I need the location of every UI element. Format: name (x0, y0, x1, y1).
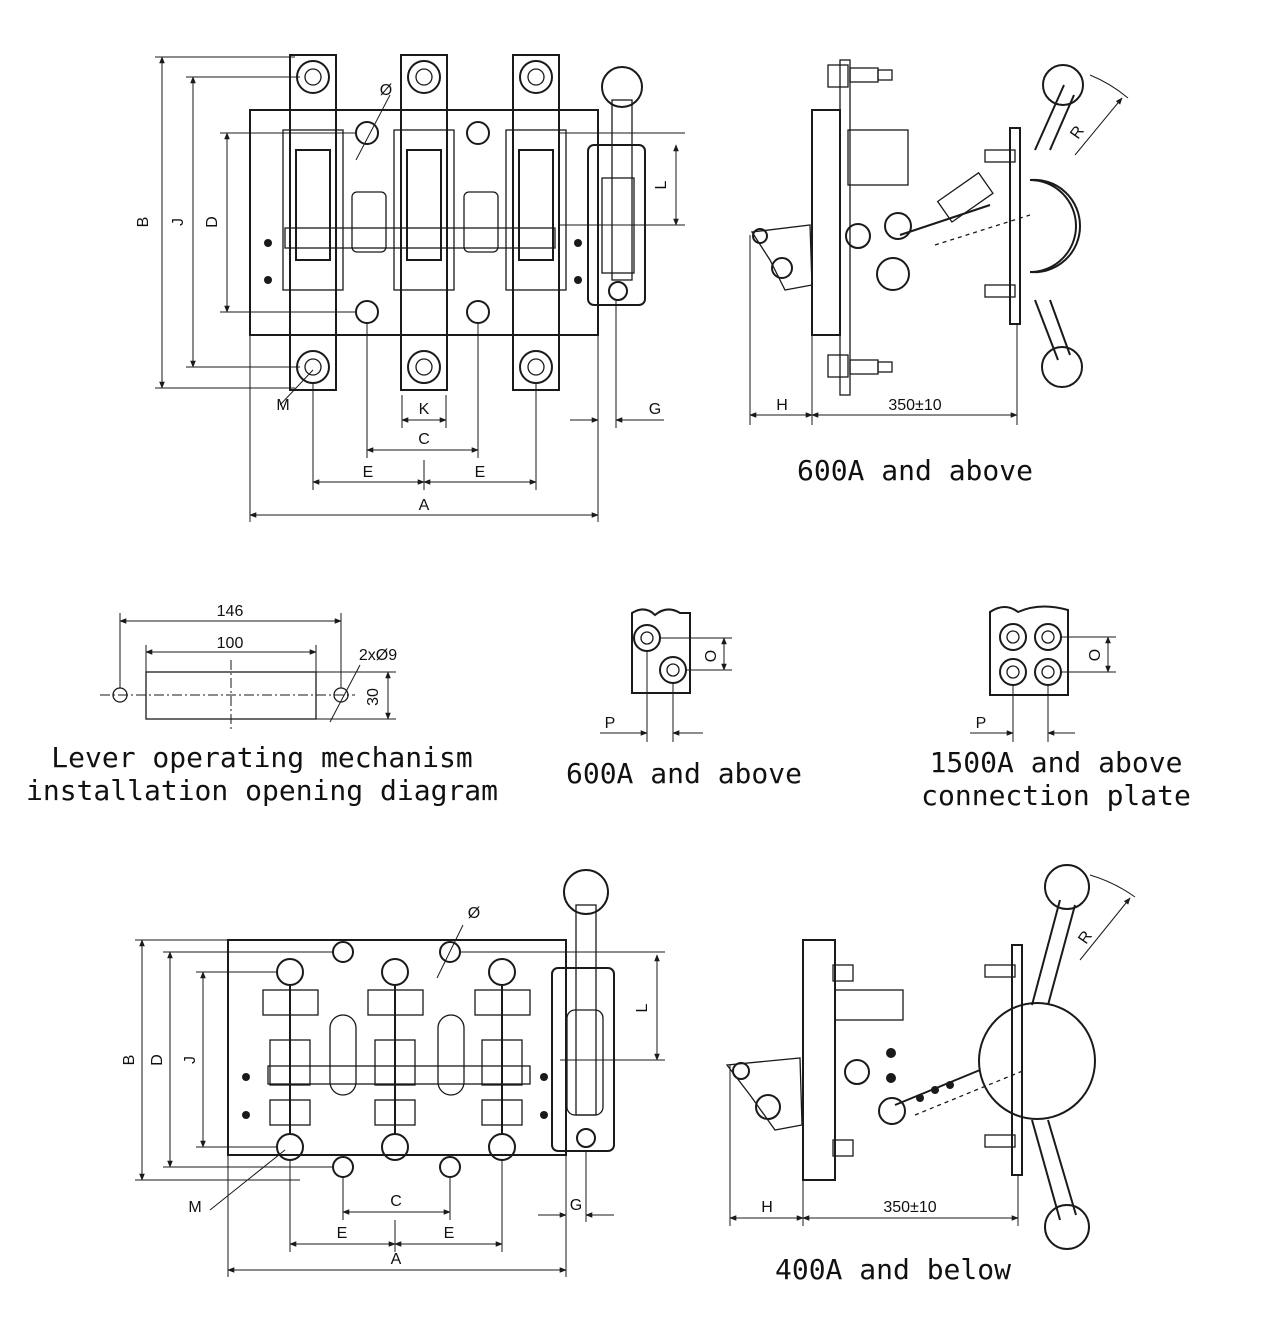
dim-label-l: L (653, 180, 670, 189)
caption-plate-line1: 1500A and above (930, 746, 1183, 779)
caption-side-600a: 600A and above (797, 454, 1033, 487)
dim-label-30: 30 (365, 688, 382, 706)
dim-label-l-400a: L (634, 1003, 651, 1012)
pole-1-400a (262, 958, 319, 1161)
dim-label-100: 100 (217, 635, 244, 652)
dim-label-e-400a-left: E (337, 1225, 348, 1242)
dim-label-b: B (135, 217, 152, 228)
dim-label-350: 350±10 (888, 397, 941, 414)
dim-label-phi-400a: Ø (468, 905, 480, 922)
dim-label-p-1500a: P (976, 715, 987, 732)
pole-2-400a (367, 958, 424, 1161)
dim-label-p-600a: P (605, 715, 616, 732)
dim-label-h-400a: H (761, 1199, 773, 1216)
pole-2 (393, 54, 455, 391)
dim-label-g: G (649, 401, 661, 418)
front-view-400a: B D J L C E E A G M Ø (121, 869, 665, 1277)
dim-label-e-left: E (363, 464, 374, 481)
dim-label-e-right: E (475, 464, 486, 481)
dim-label-holes: 2xØ9 (359, 647, 397, 664)
side-view-600a: R H 350±10 600A and above (749, 59, 1129, 487)
caption-side-400a: 400A and below (775, 1253, 1011, 1286)
connection-plate-1500a: P O 1500A and above connection plate (921, 605, 1191, 812)
dim-label-r: R (1067, 123, 1088, 142)
tie-bar (284, 227, 556, 249)
dim-label-k: K (419, 401, 430, 418)
lever-opening-diagram: 146 100 2xØ9 30 Lever operating mechanis… (26, 603, 498, 807)
dim-label-d: D (204, 216, 221, 228)
dim-label-a-400a: A (391, 1251, 402, 1268)
dim-label-g-400a: G (570, 1197, 582, 1214)
front-view-600a: B J D L K C E E A G M Ø (135, 54, 685, 522)
pole-3 (505, 54, 567, 391)
dim-label-h: H (776, 397, 788, 414)
pole-1 (282, 54, 344, 391)
dim-label-o-1500a: O (1087, 649, 1104, 661)
caption-terminal-600a: 600A and above (566, 757, 802, 790)
dim-label-c: C (418, 431, 430, 448)
dim-label-phi: Ø (380, 82, 392, 99)
base-plate (249, 109, 599, 336)
dim-label-j: J (170, 218, 187, 226)
dim-label-b-400a: B (121, 1055, 138, 1066)
dim-label-e-400a-right: E (444, 1225, 455, 1242)
caption-opening-line2: installation opening diagram (26, 774, 498, 807)
caption-plate-line2: connection plate (921, 779, 1191, 812)
dim-label-m-400a: M (188, 1199, 201, 1216)
terminal-600a: P O 600A and above (566, 608, 802, 790)
side-view-400a: R H 350±10 400A and below (725, 864, 1136, 1286)
dim-label-146: 146 (217, 603, 244, 620)
caption-opening-line1: Lever operating mechanism (51, 741, 472, 774)
lever-knob (601, 66, 643, 108)
dim-label-c-400a: C (390, 1193, 402, 1210)
lever-arm (611, 99, 633, 281)
dim-label-j-400a: J (182, 1056, 199, 1064)
dim-label-d-400a: D (149, 1054, 166, 1066)
pole-3-400a (474, 958, 531, 1161)
dim-label-o-600a: O (703, 650, 720, 662)
dim-label-m: M (276, 397, 289, 414)
dim-label-350-400a: 350±10 (883, 1199, 936, 1216)
dim-label-a: A (419, 497, 430, 514)
